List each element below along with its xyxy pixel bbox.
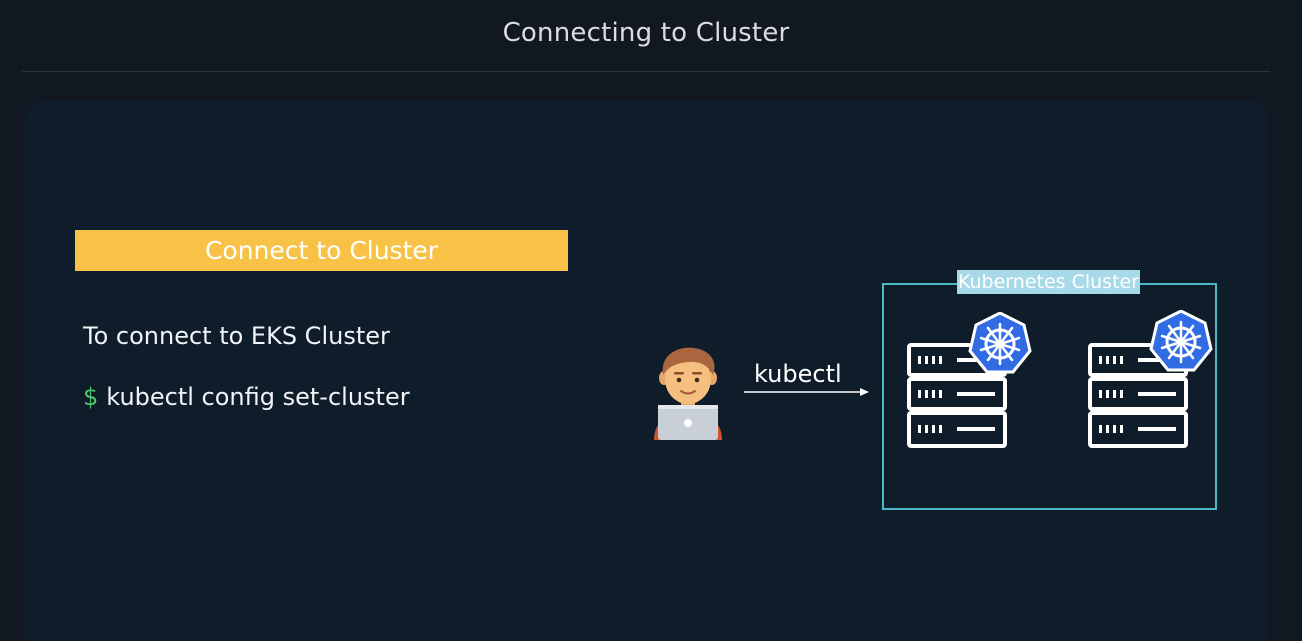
kubernetes-helm-icon <box>968 312 1032 374</box>
connect-banner: Connect to Cluster <box>75 230 568 271</box>
description-text: To connect to EKS Cluster <box>83 322 390 350</box>
command-prompt: $ <box>83 383 99 411</box>
arrow-right-icon <box>744 388 869 396</box>
slide-panel <box>25 100 1268 641</box>
developer-with-laptop-icon <box>654 347 722 440</box>
command-text: kubectl config set-cluster <box>106 383 410 411</box>
arrow-label: kubectl <box>754 360 842 388</box>
cluster-label: Kubernetes Cluster <box>957 270 1141 294</box>
server-node-2 <box>1088 310 1213 448</box>
kubernetes-helm-icon <box>1149 310 1213 372</box>
server-node-1 <box>907 312 1032 448</box>
page-title: Connecting to Cluster <box>502 18 790 48</box>
command-line: $kubectl config set-cluster <box>83 383 410 411</box>
title-divider <box>22 71 1270 72</box>
